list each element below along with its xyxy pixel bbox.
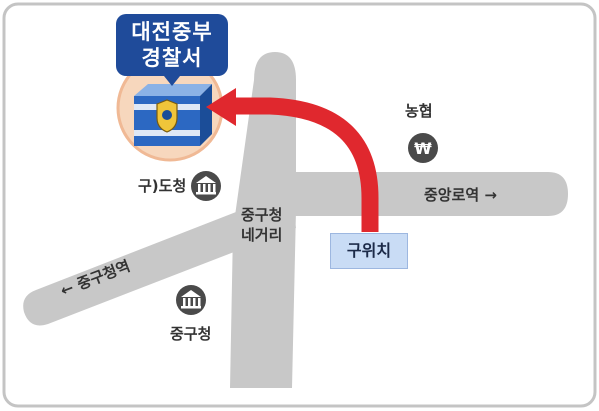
jungangno-road (290, 172, 568, 216)
building-columns-icon-junggu (176, 285, 206, 315)
title-pointer (164, 76, 180, 86)
junggu-office-label: 중구청 (170, 325, 212, 343)
jungangno-station-label: 중앙로역 → (424, 186, 497, 204)
old-provincial-office-label: 구)도청 (138, 177, 187, 195)
won-sign-icon: ₩ (408, 133, 438, 163)
building-columns-icon-provincial (191, 171, 221, 201)
junggu-intersection-label-line1: 중구청 (241, 206, 283, 224)
box-side (200, 84, 212, 146)
svg-text:₩: ₩ (414, 139, 432, 158)
arrow-head (206, 88, 236, 126)
badge-emblem (162, 110, 172, 120)
box-top (134, 84, 212, 96)
station-name-line1: 대전중부 (131, 20, 213, 44)
arrow-shaft (230, 97, 379, 232)
station-name-line2: 경찰서 (141, 46, 203, 70)
station-title-box: 대전중부 경찰서 (116, 14, 228, 76)
junggu-intersection-label-line2: 네거리 (241, 226, 283, 244)
nonghyup-label: 농협 (405, 102, 433, 120)
roads (23, 52, 568, 388)
relocation-arrow (206, 88, 379, 232)
box-stripe-2 (134, 130, 200, 136)
jungguchung-road (23, 190, 296, 326)
previous-location-box: 구위치 (330, 233, 408, 269)
police-station-marker (116, 54, 224, 162)
